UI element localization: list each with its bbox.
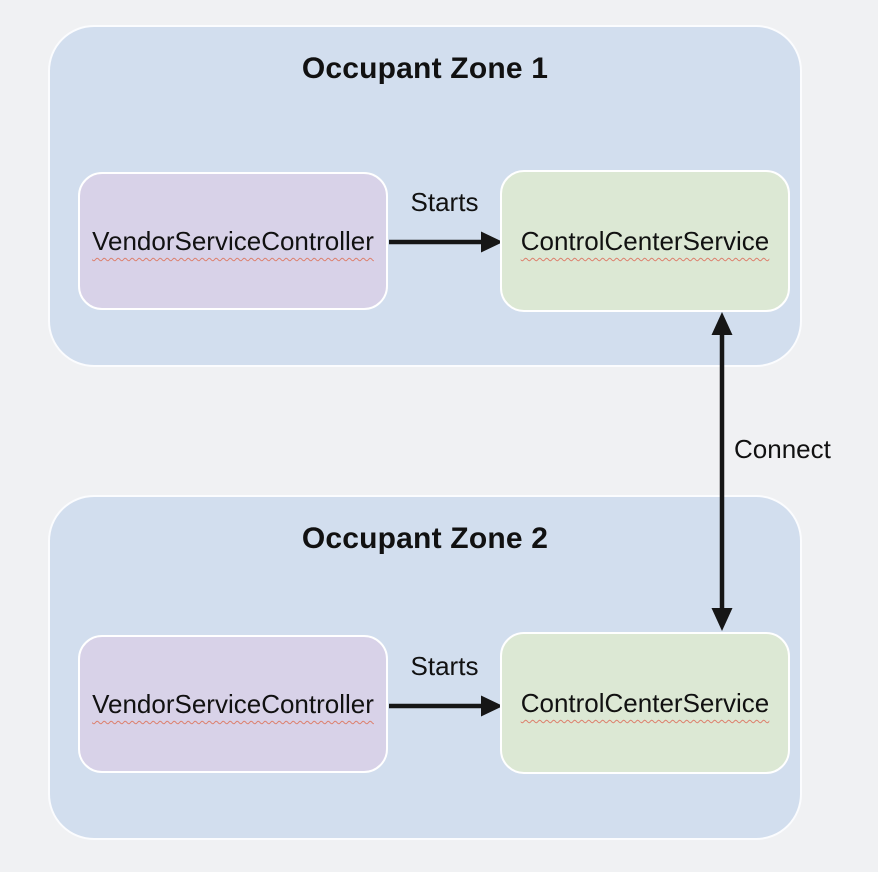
occupant-zone-1-title: Occupant Zone 1 xyxy=(301,52,549,85)
node-vendor-service-controller-zone-1: VendorServiceController xyxy=(78,172,388,310)
connect-arrow-bottom-head xyxy=(711,608,733,631)
node-control-center-service-zone-1: ControlCenterService xyxy=(500,170,790,312)
node-vendor-service-controller-zone-2: VendorServiceController xyxy=(78,635,388,773)
node-control-center-service-zone-1-label: ControlCenterService xyxy=(520,226,770,256)
connect-arrow xyxy=(711,312,733,631)
starts-arrow-zone-1 xyxy=(389,231,503,253)
starts-arrow-zone-2 xyxy=(389,695,503,717)
starts-arrow-zone-2-head xyxy=(481,695,503,717)
starts-label-zone-1: Starts xyxy=(410,187,479,217)
occupant-zone-2-title: Occupant Zone 2 xyxy=(301,522,549,555)
starts-label-zone-2: Starts xyxy=(410,651,479,681)
starts-arrow-zone-1-head xyxy=(481,231,503,253)
node-vendor-service-controller-zone-1-label: VendorServiceController xyxy=(92,226,374,256)
node-control-center-service-zone-2: ControlCenterService xyxy=(500,632,790,774)
node-control-center-service-zone-2-label: ControlCenterService xyxy=(520,688,770,718)
connect-label: Connect xyxy=(734,434,831,464)
connect-arrow-top-head xyxy=(711,312,733,335)
node-vendor-service-controller-zone-2-label: VendorServiceController xyxy=(92,689,374,719)
